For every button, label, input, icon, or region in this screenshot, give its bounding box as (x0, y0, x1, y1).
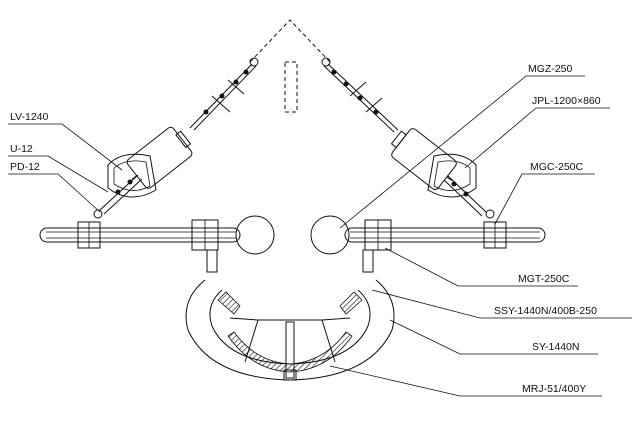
right-frame (427, 153, 495, 219)
label-mgt: MGT-250C (518, 273, 570, 285)
left-corona-ball (235, 215, 275, 255)
label-mrj: MRJ-51/400Y (522, 383, 586, 395)
left-suspension-chain (189, 57, 259, 131)
right-corona-ball (310, 215, 350, 255)
leader-lines (8, 75, 632, 397)
right-insulator (390, 128, 457, 190)
right-suspension-chain (321, 57, 399, 133)
tower-outline (249, 19, 331, 113)
label-ssy-b: SSY-1440N/400B-250 (494, 305, 597, 317)
left-busbar-tube (39, 219, 241, 251)
label-pd: PD-12 (10, 161, 40, 173)
label-lv: LV-1240 (10, 111, 48, 123)
left-frame (93, 153, 157, 219)
right-busbar-tube (344, 219, 546, 251)
label-sy: SY-1440N (532, 341, 579, 353)
label-jpl: JPL-1200×860 (532, 95, 601, 107)
curved-jumper (185, 279, 395, 381)
label-u: U-12 (10, 143, 33, 155)
jumper-drops (206, 249, 374, 273)
label-mgz: MGZ-250 (528, 63, 573, 75)
label-mgc: MGC-250C (530, 161, 584, 173)
